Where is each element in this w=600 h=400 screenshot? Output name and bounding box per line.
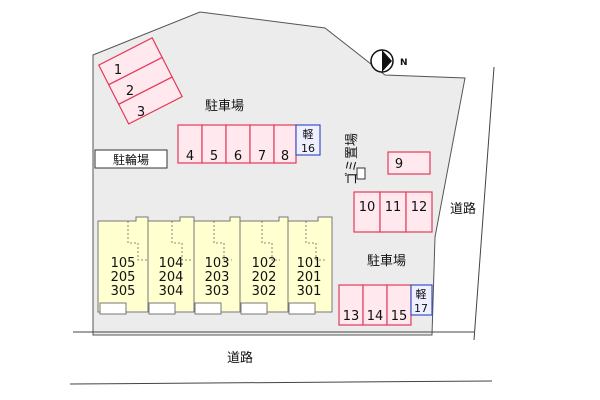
garbage-label: ゴミ置場 [344,133,360,185]
road-label-bottom: 道路 [227,350,253,366]
road-bottom-edge-lower [69,380,493,385]
unit-103 [193,216,241,313]
balcony-104 [148,302,176,315]
parking-number-3: 3 [137,105,145,120]
unit-number: 301 [297,284,322,299]
parking-number-14: 14 [367,309,384,324]
apartment-building: 105 205 305 104 204 304 103 203 303 102 … [97,216,333,315]
unit-number: 204 [159,270,184,285]
unit-number: 104 [159,256,184,271]
road-right-edge [473,66,495,341]
unit-number: 302 [252,284,277,299]
unit-number: 303 [205,284,230,299]
parking-space-6 [225,124,251,164]
unit-101 [287,216,333,313]
kei-label-16: 軽 [303,128,314,141]
parking-number-5: 5 [210,149,218,164]
unit-104 [147,216,195,313]
parking-number-15: 15 [391,309,408,324]
parking-space-5 [201,124,227,164]
garbage-box [356,167,366,180]
parking-number-11: 11 [385,200,402,215]
bicycle-parking-label: 駐輪場 [113,152,149,167]
unit-102 [239,216,289,313]
balcony-101 [288,302,316,315]
parking-number-13: 13 [343,309,360,324]
parking-number-9: 9 [395,157,403,172]
unit-number: 203 [205,270,230,285]
parking-number-10: 10 [359,200,376,215]
parking-space-3 [117,76,183,125]
parking-number-7: 7 [258,149,266,164]
parking-space-12 [405,191,433,233]
kei-space-17 [410,284,433,316]
unit-number: 105 [111,256,136,271]
parking-number-8: 8 [281,149,289,164]
north-arrow-icon: N [370,49,408,73]
unit-number: 103 [205,256,230,271]
balcony-103 [194,302,222,315]
parking-number-2: 2 [126,84,134,99]
parking-label-lower: 駐車場 [367,254,406,269]
unit-number: 202 [252,270,277,285]
parking-space-14 [362,284,388,326]
parking-space-15 [386,284,412,326]
kei-space-16 [295,124,321,156]
parking-number-6: 6 [234,149,242,164]
unit-105 [97,216,149,313]
unit-number: 201 [297,270,322,285]
unit-number: 102 [252,256,277,271]
unit-number: 205 [111,270,136,285]
parking-space-9 [387,151,431,175]
compass-letter: N [400,58,408,68]
parking-space-7 [249,124,275,164]
parking-number-1: 1 [114,63,122,78]
bicycle-parking-box [94,149,168,169]
unit-number: 304 [159,284,184,299]
parking-label-upper: 駐車場 [205,99,244,114]
parking-number-12: 12 [411,200,428,215]
kei-number-17: 17 [414,302,428,315]
parking-space-11 [379,191,407,233]
unit-number: 305 [111,284,136,299]
parking-number-4: 4 [186,149,194,164]
unit-number: 101 [297,256,322,271]
balcony-102 [240,302,268,315]
balcony-105 [99,302,127,315]
kei-number-16: 16 [301,142,315,155]
road-label-right: 道路 [450,201,476,217]
kei-label-17: 軽 [416,288,427,301]
